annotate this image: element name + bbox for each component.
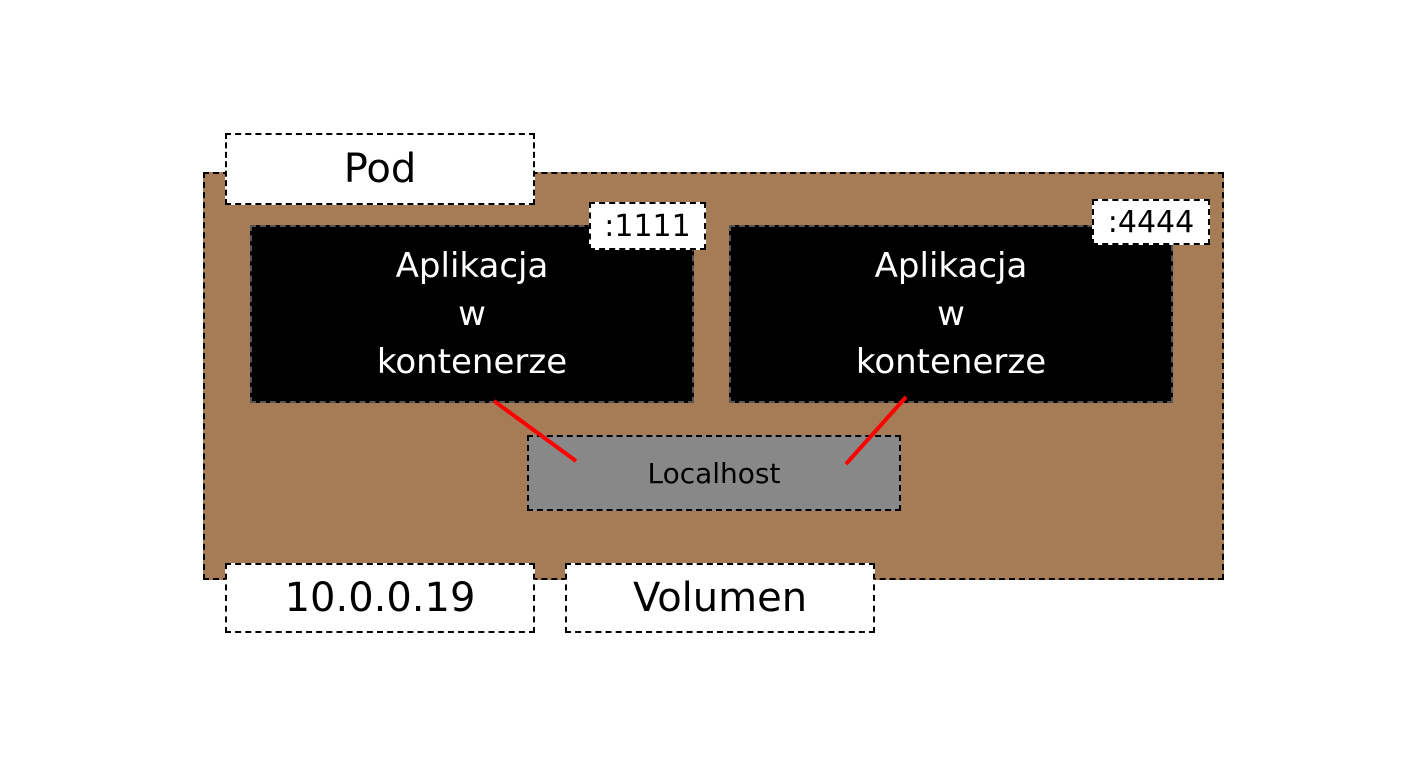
localhost-box: Localhost <box>527 435 901 511</box>
container-2-port-text: :4444 <box>1107 204 1195 240</box>
volume-label: Volumen <box>565 563 875 633</box>
container-box-1: Aplikacja w kontenerze <box>250 225 694 403</box>
ip-label: 10.0.0.19 <box>225 563 535 633</box>
container-2-line-2: w <box>937 294 965 334</box>
ip-label-text: 10.0.0.19 <box>284 575 476 621</box>
container-1-port-text: :1111 <box>604 208 691 244</box>
container-1-line-2: w <box>458 294 486 334</box>
container-1-line-3: kontenerze <box>376 342 568 382</box>
localhost-label: Localhost <box>647 456 781 490</box>
pod-label-text: Pod <box>343 146 417 192</box>
container-2-line-3: kontenerze <box>855 342 1047 382</box>
container-1-line-1: Aplikacja <box>395 246 549 286</box>
container-2-line-1: Aplikacja <box>874 246 1028 286</box>
connector-line-right <box>844 395 908 466</box>
container-1-port: :1111 <box>589 202 706 250</box>
container-2-port: :4444 <box>1092 199 1210 245</box>
volume-label-text: Volumen <box>632 575 808 621</box>
container-box-2: Aplikacja w kontenerze <box>729 225 1173 403</box>
pod-label: Pod <box>225 133 535 205</box>
connector-line-left <box>492 399 578 463</box>
